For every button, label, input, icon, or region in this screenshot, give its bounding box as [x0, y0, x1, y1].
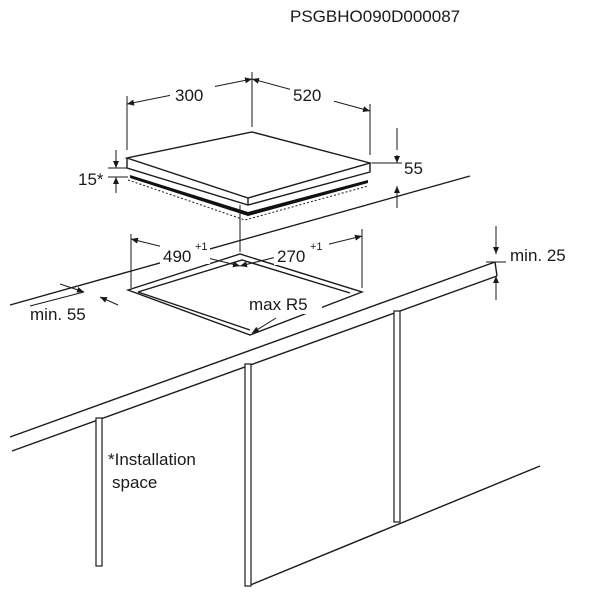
dim-depth: 300	[126, 72, 253, 150]
installation-space-line	[127, 179, 369, 221]
dim-min-top: min. 25	[486, 226, 566, 300]
width-label: 520	[293, 86, 321, 105]
depth-label: 300	[175, 86, 203, 105]
min-front-label: min. 55	[30, 305, 86, 324]
worktop	[9, 175, 541, 587]
height-label: 55	[404, 159, 423, 178]
hob	[124, 131, 373, 221]
dim-cutout-width: 490 +1	[130, 205, 241, 288]
cutout-depth-label: 270	[277, 247, 305, 266]
cutout-width-tolerance: +1	[195, 241, 208, 253]
gap-label: 15*	[78, 170, 104, 189]
dim-width: 520	[251, 77, 371, 155]
dim-radius: max R5	[246, 292, 322, 334]
dim-min-front: min. 55	[29, 283, 119, 324]
cutout-depth-tolerance: +1	[310, 241, 323, 253]
note-line-1: *Installation	[108, 450, 196, 469]
dim-cutout-depth: 270 +1	[239, 229, 363, 288]
dim-gap: 15*	[78, 150, 128, 193]
cutout-width-label: 490	[163, 247, 191, 266]
document-code: PSGBHO090D000087	[290, 7, 460, 26]
note-line-2: space	[112, 473, 157, 492]
cabinet-panels	[95, 310, 401, 587]
hob-base	[130, 175, 368, 216]
min-top-label: min. 25	[510, 246, 566, 265]
radius-label: max R5	[249, 295, 308, 314]
